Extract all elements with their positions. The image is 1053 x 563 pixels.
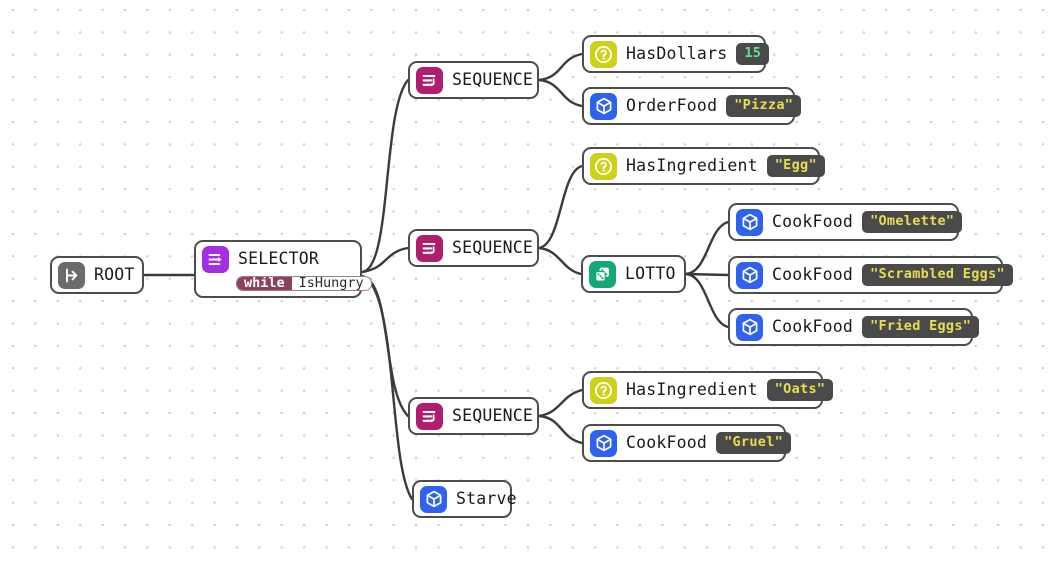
node-has-dollars-value[interactable]: 15: [736, 42, 770, 66]
action-cube-icon: [736, 313, 763, 341]
action-cube-icon: [420, 485, 447, 513]
node-cook-gruel-label: CookFood: [626, 432, 708, 452]
sequence-icon: [416, 402, 443, 430]
node-cook-scrambled-label: CookFood: [772, 264, 854, 284]
action-cube-icon: [590, 429, 617, 457]
node-has-dollars-label: HasDollars: [626, 43, 728, 63]
selector-icon: [202, 246, 229, 273]
node-starve[interactable]: Starve: [412, 480, 517, 518]
edge-lotto-fried: [684, 272, 730, 329]
node-has-ingredient-oats-value[interactable]: "Oats": [766, 378, 834, 402]
edge-sequence1-hasdollars: [537, 52, 584, 82]
node-root[interactable]: ROOT: [50, 256, 144, 294]
root-arrow-icon: [58, 261, 85, 289]
node-cook-omelette[interactable]: CookFood "Omelette": [728, 203, 963, 241]
node-cook-fried[interactable]: CookFood "Fried Eggs": [728, 308, 980, 346]
decorator-value[interactable]: IsHungry: [291, 277, 371, 290]
edge-sequence3-hasingredient: [537, 388, 584, 418]
node-selector[interactable]: SELECTOR while IsHungry: [194, 240, 372, 298]
edge-sequence1-orderfood: [537, 78, 584, 108]
edge-sequence2-hasingredient: [537, 164, 584, 250]
node-sequence-2[interactable]: SEQUENCE: [408, 229, 539, 267]
node-selector-label: SELECTOR: [238, 249, 320, 269]
condition-question-icon: [590, 152, 617, 180]
action-cube-icon: [736, 261, 763, 289]
node-order-food-label: OrderFood: [626, 95, 718, 115]
edge-sequence2-lotto: [537, 246, 583, 276]
node-has-ingredient-egg[interactable]: HasIngredient "Egg": [582, 147, 825, 185]
sequence-icon: [416, 66, 443, 94]
node-cook-gruel[interactable]: CookFood "Gruel": [582, 424, 792, 462]
node-cook-gruel-value[interactable]: "Gruel": [716, 431, 792, 455]
edge-selector-sequence2: [360, 246, 410, 274]
node-cook-omelette-value[interactable]: "Omelette": [862, 210, 963, 234]
node-cook-scrambled-value[interactable]: "Scrambled Eggs": [862, 263, 1013, 287]
sequence-icon: [416, 234, 443, 262]
edge-selector-sequence1: [360, 78, 410, 274]
node-sequence-1[interactable]: SEQUENCE: [408, 61, 539, 99]
node-cook-fried-value[interactable]: "Fried Eggs": [862, 315, 980, 339]
node-order-food-value[interactable]: "Pizza": [726, 94, 802, 118]
condition-question-icon: [590, 40, 617, 68]
node-has-ingredient-egg-value[interactable]: "Egg": [766, 154, 825, 178]
node-sequence-3-label: SEQUENCE: [452, 405, 534, 425]
action-cube-icon: [736, 208, 763, 236]
edge-lotto-scrambled: [684, 272, 730, 277]
node-sequence-3[interactable]: SEQUENCE: [408, 397, 539, 435]
edge-selector-sequence3: [360, 274, 410, 418]
condition-question-icon: [590, 376, 617, 404]
node-sequence-1-label: SEQUENCE: [452, 69, 534, 89]
node-lotto-label: LOTTO: [625, 263, 676, 283]
node-selector-header: SELECTOR: [202, 246, 351, 273]
edge-sequence3-cookgruel: [537, 414, 584, 445]
node-order-food[interactable]: OrderFood "Pizza": [582, 87, 802, 125]
node-cook-fried-label: CookFood: [772, 316, 854, 336]
node-has-ingredient-oats[interactable]: HasIngredient "Oats": [582, 371, 834, 409]
node-root-label: ROOT: [94, 264, 135, 284]
node-sequence-2-label: SEQUENCE: [452, 237, 534, 257]
edge-lotto-omelette: [684, 220, 730, 276]
node-has-dollars[interactable]: HasDollars 15: [582, 35, 770, 73]
node-has-ingredient-egg-label: HasIngredient: [626, 155, 758, 175]
node-cook-scrambled[interactable]: CookFood "Scrambled Eggs": [728, 256, 1013, 294]
selector-while-decorator[interactable]: while IsHungry: [236, 276, 372, 291]
decorator-keyword: while: [237, 277, 292, 290]
edge-selector-starve: [360, 274, 414, 501]
lotto-dice-icon: [589, 260, 616, 288]
node-starve-label: Starve: [456, 488, 517, 508]
node-has-ingredient-oats-label: HasIngredient: [626, 379, 758, 399]
node-cook-omelette-label: CookFood: [772, 211, 854, 231]
node-lotto[interactable]: LOTTO: [581, 255, 686, 293]
action-cube-icon: [590, 92, 617, 120]
